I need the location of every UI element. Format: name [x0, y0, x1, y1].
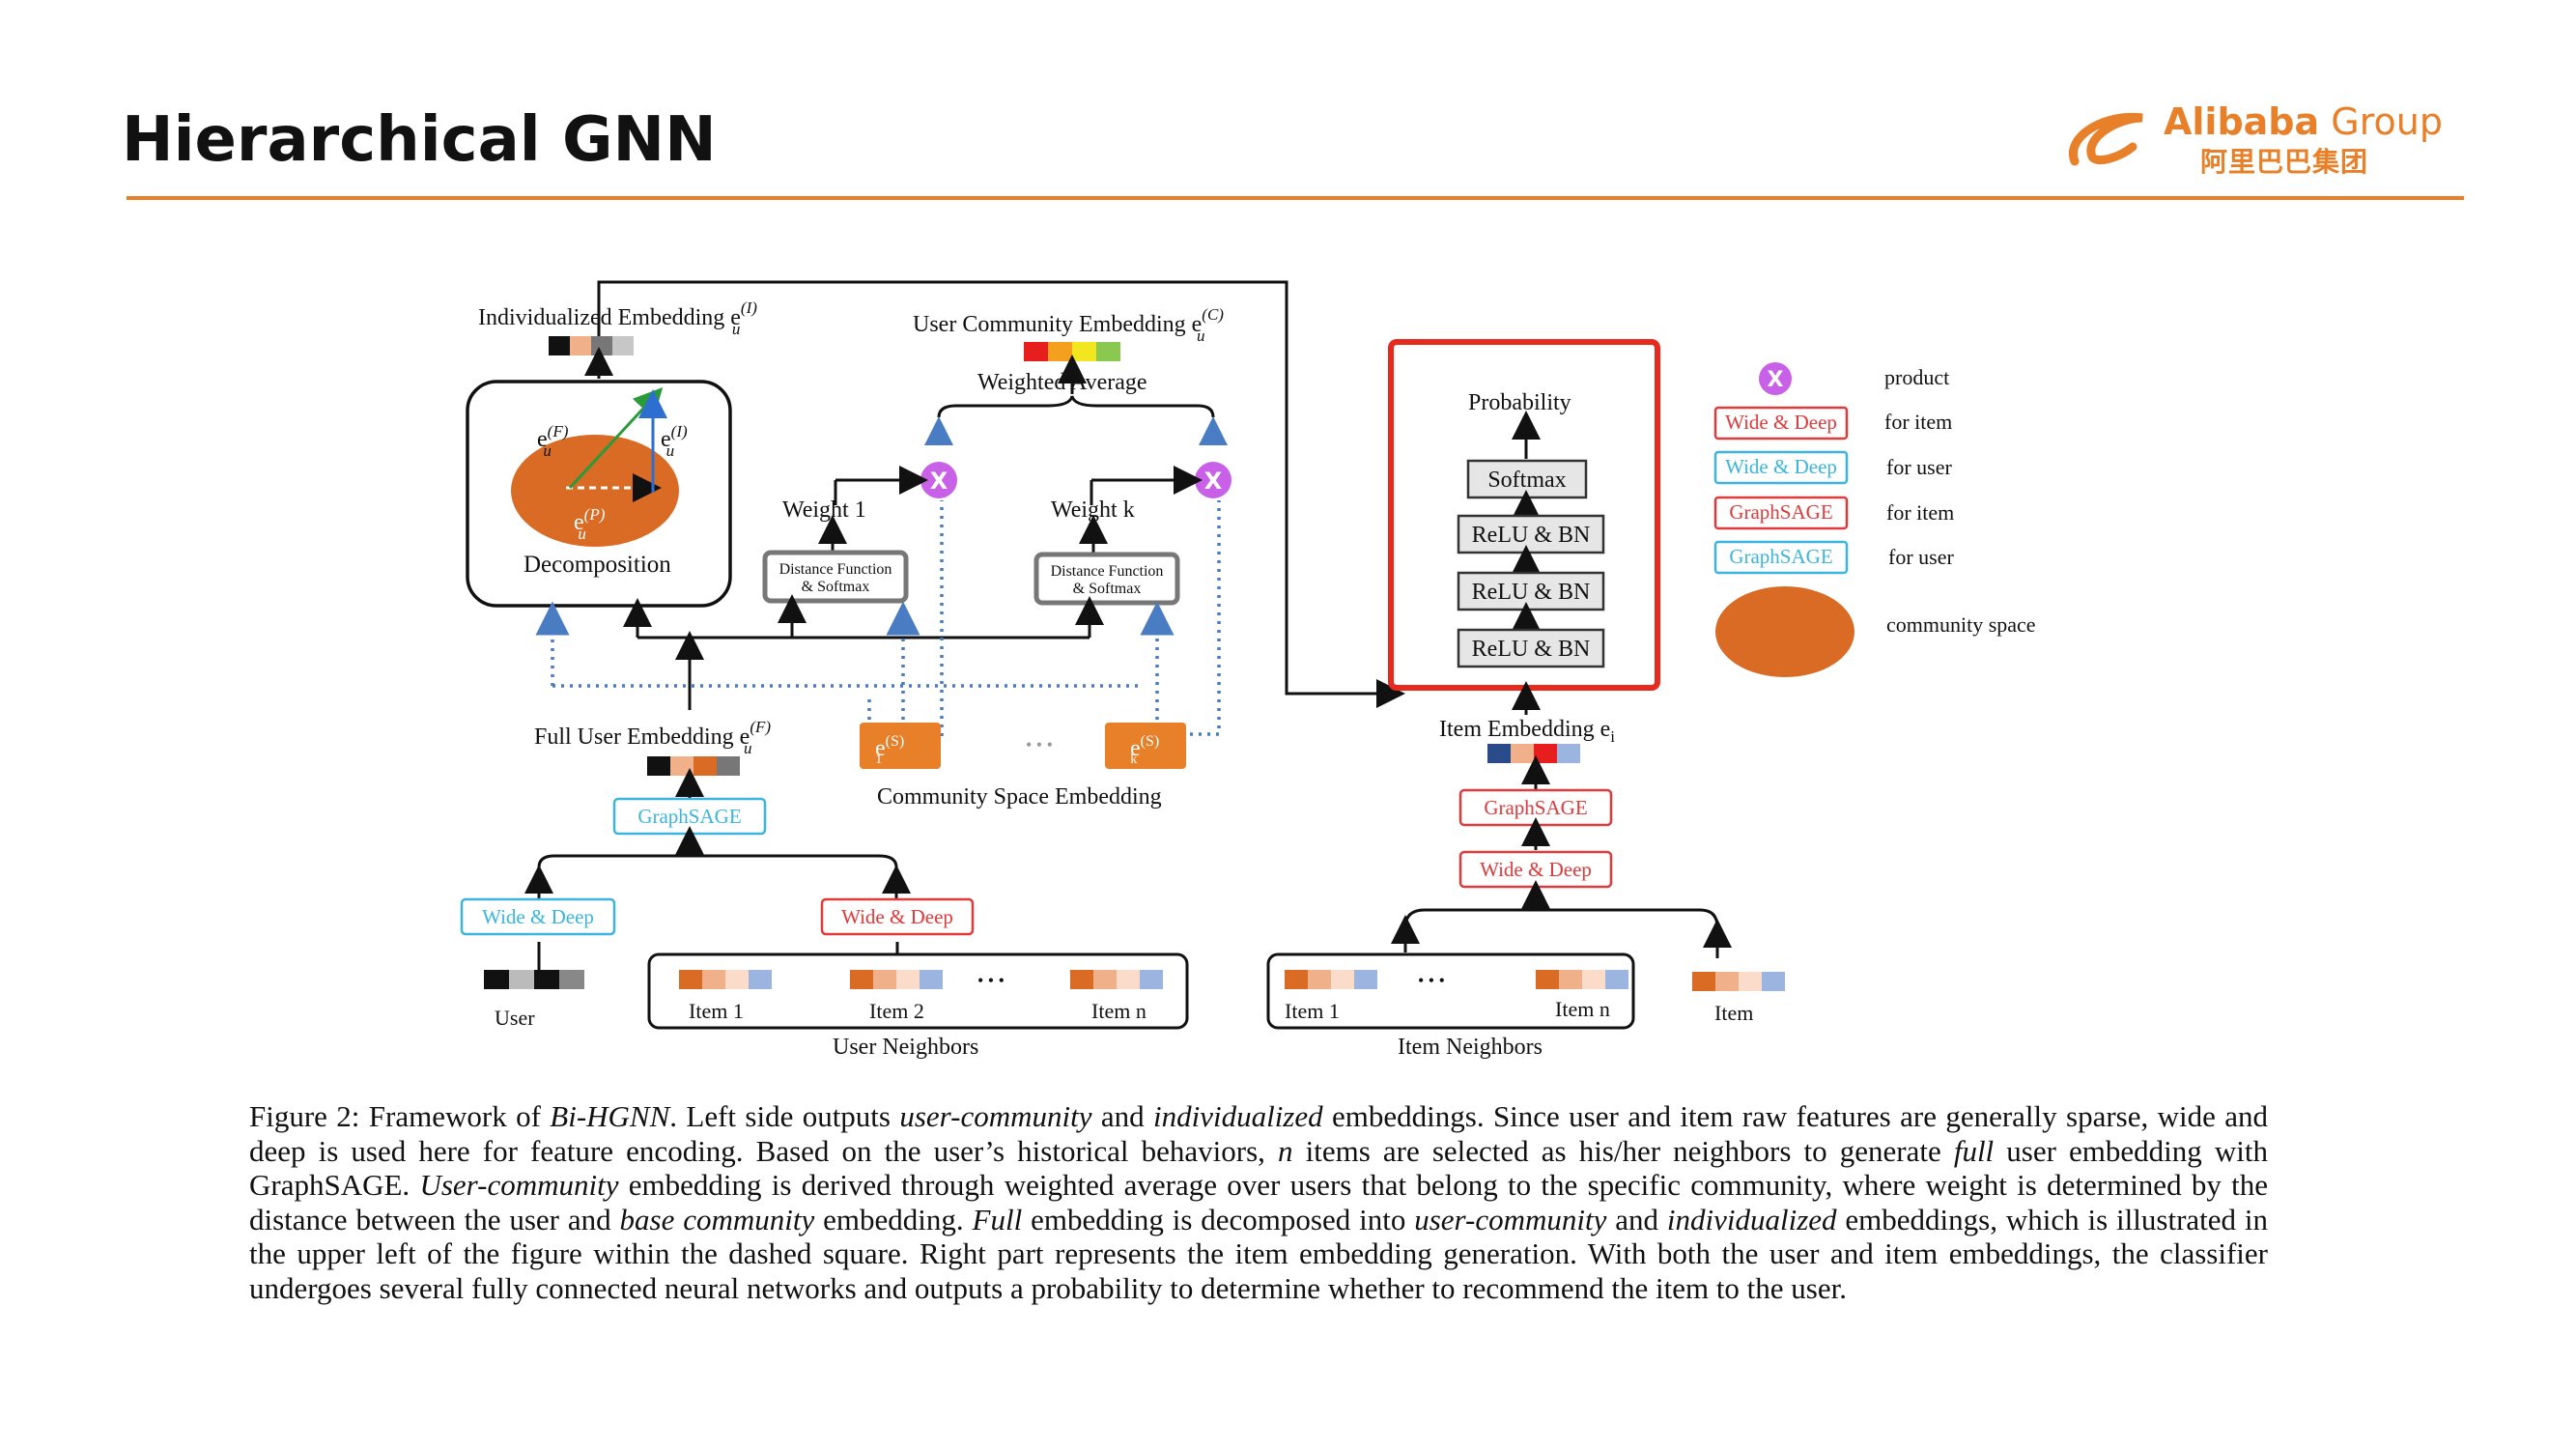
legend-for-item-2: for item — [1886, 500, 1954, 525]
svg-text:ReLU & BN: ReLU & BN — [1472, 523, 1591, 548]
e-p-label: e(P)u — [574, 505, 606, 543]
title-divider — [127, 196, 2464, 200]
wide-deep-item-box-right: Wide & Deep — [1458, 850, 1613, 889]
svg-text:& Softmax: & Softmax — [802, 579, 870, 595]
user-neighbors-box — [647, 952, 1189, 1030]
svg-text:& Softmax: & Softmax — [1073, 581, 1142, 597]
svg-text:Wide & Deep: Wide & Deep — [841, 905, 953, 928]
item-neighbor-n-vector — [1536, 970, 1628, 989]
svg-text:Softmax: Softmax — [1487, 468, 1566, 493]
community-space-embedding-label: Community Space Embedding — [877, 784, 1162, 810]
graphsage-item-box: GraphSAGE — [1458, 788, 1613, 827]
logo-group: Group — [2331, 100, 2443, 143]
e-f-label: e(F)u — [537, 422, 569, 460]
svg-text:GraphSAGE: GraphSAGE — [1484, 796, 1587, 819]
item-n-vector — [1070, 970, 1163, 989]
weight-1-label: Weight 1 — [782, 497, 866, 523]
item-neighbors-dots: • • • — [1418, 971, 1445, 990]
svg-text:Wide & Deep: Wide & Deep — [1725, 411, 1837, 434]
logo-chinese: 阿里巴巴集团 — [2200, 146, 2369, 178]
svg-text:Wide & Deep: Wide & Deep — [1725, 455, 1837, 478]
user-feature-vector — [484, 970, 584, 989]
user-community-embedding-label: User Community Embedding e(C)u — [913, 305, 1224, 345]
svg-text:X: X — [1204, 468, 1223, 495]
svg-text:e(S)1: e(S)1 — [875, 733, 904, 767]
target-item-vector — [1692, 972, 1785, 991]
item-1-vector — [679, 970, 772, 989]
svg-text:Wide & Deep: Wide & Deep — [482, 905, 594, 928]
relu-bn-box-3: ReLU & BN — [1457, 628, 1605, 668]
item-1-label: Item 1 — [689, 999, 744, 1023]
item-neighbors-label: Item Neighbors — [1398, 1035, 1543, 1060]
individualized-embedding-label: Individualized Embedding e(I)u — [478, 298, 757, 338]
item-embedding-label: Item Embedding ei — [1439, 717, 1615, 746]
alibaba-logo-icon — [2069, 112, 2143, 166]
wide-deep-item-box-left: Wide & Deep — [820, 897, 975, 936]
item-2-label: Item 2 — [869, 999, 924, 1023]
user-neighbors-label: User Neighbors — [833, 1035, 978, 1060]
distance-function-box-1: Distance Function & Softmax — [762, 550, 909, 604]
user-neighbors-dots: • • • — [977, 971, 1005, 990]
decomposition-label: Decomposition — [524, 552, 671, 578]
full-user-embedding-vector — [647, 756, 740, 776]
svg-text:GraphSAGE: GraphSAGE — [637, 805, 741, 828]
legend-graphsage-item: GraphSAGE — [1713, 496, 1849, 530]
relu-bn-box-2: ReLU & BN — [1457, 571, 1605, 611]
weighted-average-label: Weighted Average — [977, 370, 1147, 395]
svg-text:GraphSAGE: GraphSAGE — [1729, 500, 1832, 524]
item-neighbor-1-label: Item 1 — [1285, 999, 1340, 1023]
legend-wide-deep-item: Wide & Deep — [1713, 406, 1849, 440]
legend-community-space-icon — [1715, 586, 1854, 677]
full-user-embedding-label: Full User Embedding e(F)u — [534, 718, 771, 757]
wide-deep-user-box: Wide & Deep — [460, 897, 616, 936]
item-embedding-vector — [1487, 744, 1580, 763]
legend-for-user-2: for user — [1888, 545, 1954, 569]
logo-wordmark: Alibaba Group — [2164, 100, 2443, 143]
probability-label: Probability — [1468, 390, 1571, 415]
legend-graphsage-user: GraphSAGE — [1713, 540, 1849, 575]
community-space-embedding-1: e(S)1 — [860, 723, 941, 769]
svg-text:X: X — [1768, 368, 1784, 392]
relu-bn-box-1: ReLU & BN — [1457, 514, 1605, 554]
target-item-label: Item — [1714, 1001, 1753, 1025]
product-icon: X — [920, 462, 957, 498]
svg-text:ReLU & BN: ReLU & BN — [1472, 580, 1591, 605]
svg-text:GraphSAGE: GraphSAGE — [1729, 545, 1832, 568]
legend-wide-deep-user: Wide & Deep — [1713, 450, 1849, 485]
community-dots: • • • — [1026, 735, 1053, 754]
item-neighbor-n-label: Item n — [1555, 997, 1610, 1021]
svg-text:Distance Function: Distance Function — [1051, 563, 1164, 580]
community-space-embedding-k: e(S)k — [1105, 723, 1186, 769]
legend-for-item-1: for item — [1884, 410, 1952, 434]
item-n-label: Item n — [1091, 999, 1146, 1023]
legend-product-icon: X — [1759, 362, 1792, 395]
legend-product-label: product — [1884, 365, 1949, 389]
svg-text:e(S)k: e(S)k — [1130, 733, 1159, 767]
softmax-box: Softmax — [1466, 459, 1588, 499]
user-community-embedding-vector — [1024, 342, 1120, 361]
legend-community-space-label: community space — [1886, 612, 2036, 637]
legend-for-user-1: for user — [1886, 455, 1952, 479]
item-neighbor-1-vector — [1285, 970, 1377, 989]
logo-brand: Alibaba — [2164, 100, 2320, 143]
product-icon: X — [1195, 462, 1231, 498]
community-space-ellipse — [511, 435, 679, 547]
individualized-embedding-vector — [549, 336, 634, 355]
graphsage-user-box: GraphSAGE — [612, 797, 767, 836]
e-i-label: e(I)u — [661, 422, 688, 460]
distance-function-box-k: Distance Function & Softmax — [1033, 552, 1180, 606]
slide-title: Hierarchical GNN — [122, 104, 717, 176]
item-2-vector — [850, 970, 943, 989]
svg-text:ReLU & BN: ReLU & BN — [1472, 637, 1591, 662]
svg-text:X: X — [930, 468, 948, 495]
svg-text:Distance Function: Distance Function — [779, 561, 892, 578]
svg-text:Wide & Deep: Wide & Deep — [1480, 858, 1592, 881]
figure-caption: Figure 2: Framework of Bi-HGNN. Left sid… — [249, 1099, 2269, 1305]
framework-diagram: Individualized Embedding e(I)u e(F)u e(I… — [460, 280, 2036, 1060]
user-label: User — [495, 1006, 535, 1030]
